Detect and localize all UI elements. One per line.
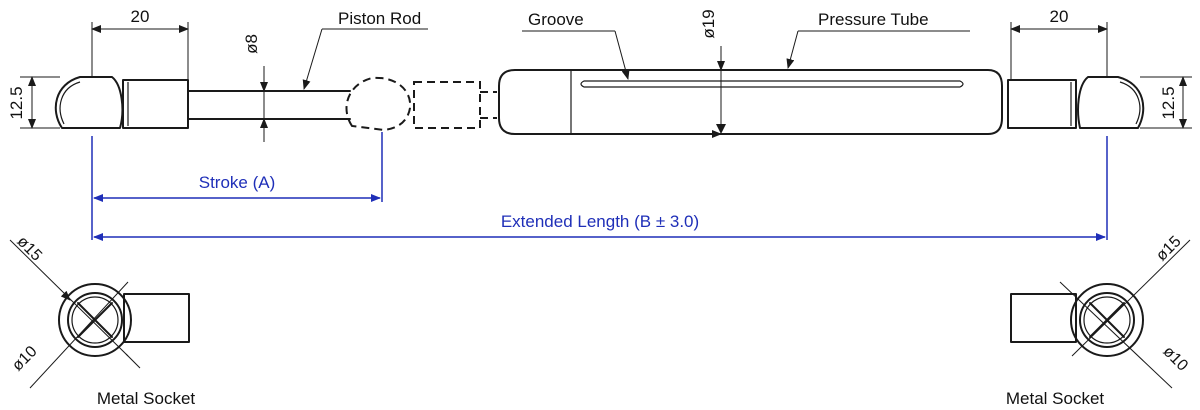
left-metal-socket-label: Metal Socket (97, 389, 196, 408)
pressure-tube (498, 69, 1003, 135)
left-socket-outer-diameter: ø15 (13, 233, 45, 265)
left-width-label: 20 (131, 7, 150, 26)
extended-length-dimension: Extended Length (B ± 3.0) (93, 136, 1108, 241)
side-view: 20 20 12.5 12.5 ø8 (7, 7, 1192, 241)
right-socket-inner-diameter: ø10 (1159, 343, 1191, 375)
left-socket-inner-diameter: ø10 (9, 343, 41, 375)
left-socket-end-view: ø15 ø10 Metal Socket (9, 233, 195, 408)
groove-line (580, 80, 964, 88)
tube-diameter-dimension: ø19 (699, 9, 726, 134)
piston-rod-leader: Piston Rod (302, 9, 428, 90)
right-socket-outer-diameter: ø15 (1153, 233, 1185, 265)
groove-label: Groove (528, 10, 584, 29)
rod-diameter-label: ø8 (242, 34, 261, 54)
groove-leader: Groove (522, 10, 630, 80)
rod-diameter-dimension: ø8 (242, 34, 268, 142)
right-width-label: 20 (1050, 7, 1069, 26)
left-height-label: 12.5 (7, 86, 26, 119)
right-height-dimension: 12.5 (1140, 76, 1192, 129)
retracted-position-outline (345, 76, 497, 132)
left-width-dimension: 20 (91, 7, 189, 80)
stroke-label: Stroke (A) (199, 173, 276, 192)
right-socket-end-view: ø15 ø10 Metal Socket (1006, 233, 1191, 408)
piston-rod (187, 90, 351, 120)
right-width-dimension: 20 (1010, 7, 1108, 80)
left-height-dimension: 12.5 (7, 76, 60, 129)
right-height-label: 12.5 (1159, 86, 1178, 119)
pressure-tube-leader: Pressure Tube (786, 10, 970, 69)
stroke-dimension: Stroke (A) (91, 132, 383, 240)
extended-length-label: Extended Length (B ± 3.0) (501, 212, 699, 231)
tube-diameter-label: ø19 (699, 9, 718, 38)
pressure-tube-label: Pressure Tube (818, 10, 929, 29)
piston-rod-label: Piston Rod (338, 9, 421, 28)
right-ball-socket (1007, 76, 1145, 129)
left-ball-socket (54, 76, 189, 129)
right-metal-socket-label: Metal Socket (1006, 389, 1105, 408)
